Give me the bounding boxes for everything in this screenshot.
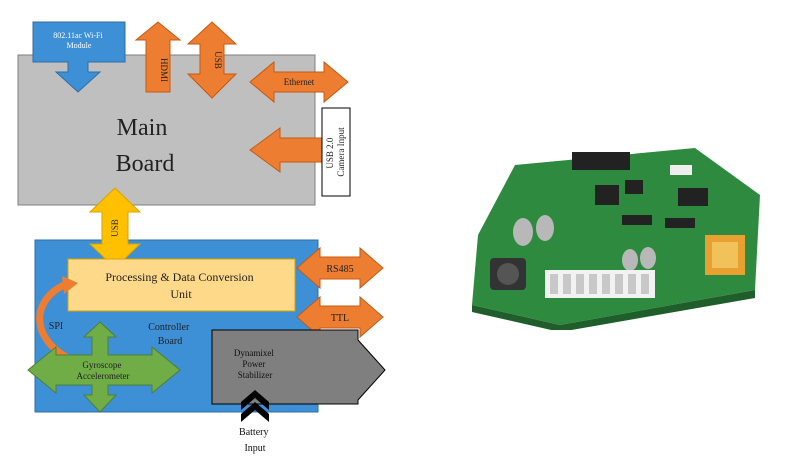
spi-curved-arrow [36,280,74,364]
battery-input-label: Battery Input [239,427,271,454]
usb-top-label: USB [213,51,223,69]
rs485-arrow [296,246,384,290]
camera-input-box [321,107,351,197]
capacitor-1 [513,218,533,246]
inductor-core [497,263,519,285]
ttl-label: TTL [331,313,349,324]
capacitor-4 [640,247,656,269]
pin-headers [545,270,655,298]
pin-header-slots [550,274,649,294]
wifi-module-label: 802.11ac Wi-Fi Module [53,31,104,50]
rs485-label: RS485 [326,264,353,275]
ic-chip-5 [665,218,695,228]
wifi-module-arrow [32,21,126,93]
hdmi-arrow [134,21,182,93]
usb-top-arrow [186,21,238,99]
system-block-diagram: Main Board 802.11ac Wi-Fi Module HDMI US… [17,21,386,454]
usb-link-label: USB [110,219,120,237]
hdmi-label: HDMI [159,58,169,82]
power-stabilizer-arrow [211,329,386,405]
battery-chevron-upper [241,390,269,410]
ic-chip-3 [678,188,708,206]
capacitor-3 [622,249,638,271]
power-connector-front [712,242,738,268]
main-board-label: Main Board [116,115,175,177]
capacitor-2 [536,215,554,241]
processing-unit-label: Processing & Data Conversion Unit [105,270,256,301]
controller-board-label: Controller Board [148,322,192,347]
controller-pcb-photo [472,148,760,330]
power-stabilizer-label: Dynamixel Power Stabilizer [234,348,276,380]
ic-chip-4 [622,215,652,225]
imu-label: Gyroscope Accelerometer [77,360,130,381]
battery-chevron-lower [241,402,269,422]
camera-input-label: USB 2.0 Camera Input [325,127,346,177]
small-connector [670,165,692,175]
ic-chip-1 [595,185,619,205]
ethernet-label: Ethernet [284,77,315,87]
spi-label: SPI [49,321,63,332]
ethernet-arrow [249,60,349,104]
ic-chip-2 [625,180,643,194]
imu-cross-arrow [27,321,181,413]
ribbon-header [572,152,630,170]
spi-arrowhead [62,276,78,294]
processing-unit-box [67,258,296,312]
pcb-board-edge [472,290,755,330]
